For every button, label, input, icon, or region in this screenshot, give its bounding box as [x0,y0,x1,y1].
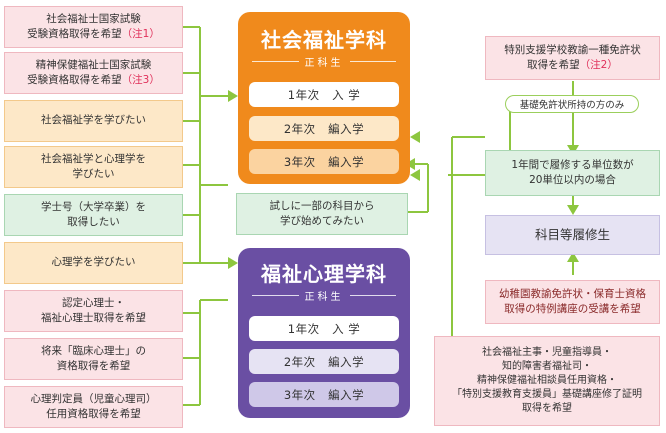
box-non-degree-student: 科目等履修生 [485,215,660,255]
dept-title: 福祉心理学科 [261,262,387,286]
year-3-transfer: 3年次 編入学 [249,382,399,407]
box-certified-psychologist: 認定心理士・福祉心理士取得を希望 [4,290,183,332]
year-2-transfer: 2年次 編入学 [249,349,399,374]
box-bachelor-degree: 学士号（大学卒業）を取得したい [4,194,183,236]
label-basic-license-only: 基礎免許状所持の方のみ [505,95,639,113]
box-clinical-psychologist: 将来「臨床心理士」の資格取得を希望 [4,338,183,380]
box-learn-social-welfare: 社会福祉学を学びたい [4,100,183,142]
box-special-support-teacher: 特別支援学校教諭一種免許状取得を希望（注2） [485,36,660,80]
dept-title: 社会福祉学科 [261,28,387,52]
dept-subtitle: 正科生 [252,54,396,69]
box-try-some-subjects: 試しに一部の科目から学び始めてみたい [236,193,408,235]
dept-social-welfare: 社会福祉学科 正科生 1年次 入 学 2年次 編入学 3年次 編入学 [238,12,410,184]
box-psychiatric-social-worker-exam: 精神保健福祉士国家試験受験資格取得を希望（注3） [4,52,183,94]
dept-subtitle: 正科生 [252,288,396,303]
year-2-transfer: 2年次 編入学 [249,116,399,141]
year-3-transfer: 3年次 編入学 [249,149,399,174]
year-1-entry: 1年次 入 学 [249,316,399,341]
box-learn-welfare-and-psychology: 社会福祉学と心理学を学びたい [4,146,183,188]
year-1-entry: 1年次 入 学 [249,82,399,107]
box-learn-psychology: 心理学を学びたい [4,242,183,284]
box-social-welfare-qualifications: 社会福祉主事・児童指導員・ 知的障害者福祉司・ 精神保健福祉相談員任用資格・ 「… [434,336,660,426]
box-kindergarten-nursery: 幼稚園教諭免許状・保育士資格取得の特例講座の受講を希望 [485,280,660,324]
box-social-worker-exam: 社会福祉士国家試験受験資格取得を希望（注1） [4,6,183,48]
box-psychological-evaluator: 心理判定員（児童心理司）任用資格取得を希望 [4,386,183,428]
dept-welfare-psychology: 福祉心理学科 正科生 1年次 入 学 2年次 編入学 3年次 編入学 [238,248,410,418]
